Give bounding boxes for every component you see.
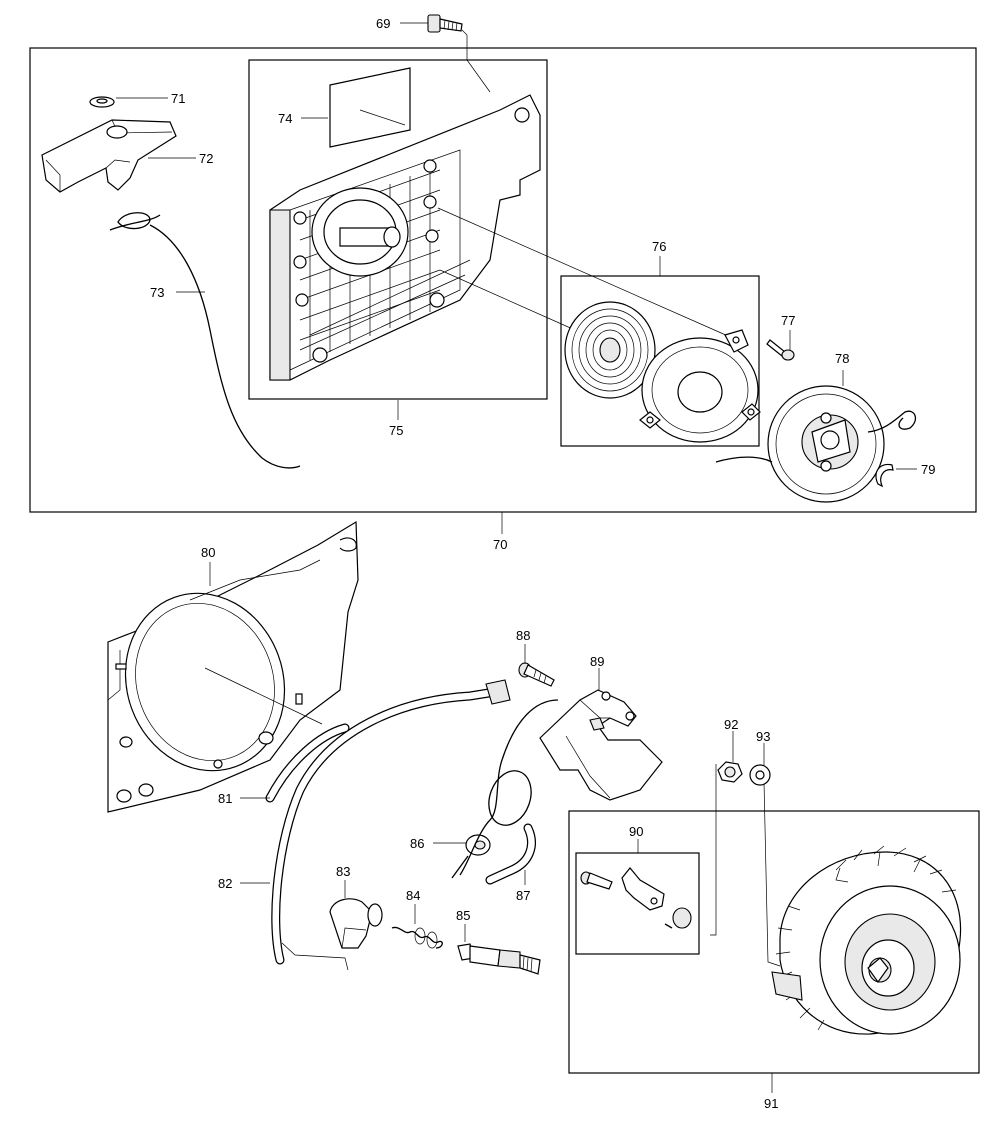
recoil-spring-76	[564, 301, 664, 399]
assembly-70-frame	[29, 47, 977, 513]
label-81: 81	[218, 791, 232, 806]
label-73: 73	[150, 285, 164, 300]
label-86: 86	[410, 836, 424, 851]
part-labels: 69 71 72 73 74 75 76 77 78 79 70 80 81 8…	[150, 16, 935, 1111]
starter-rope-73	[109, 212, 301, 469]
housing-guide-76	[439, 269, 576, 331]
fan-housing-80	[107, 520, 359, 813]
flywheel-91	[771, 845, 962, 1035]
label-88: 88	[516, 628, 530, 643]
spark-plug-cap-83	[329, 898, 383, 949]
pawl	[621, 867, 665, 911]
leader-lines	[116, 22, 917, 1093]
screw-69-guide	[461, 29, 491, 93]
assembly-75-frame	[248, 59, 548, 400]
label-76: 76	[652, 239, 666, 254]
housing-guide-77	[437, 207, 729, 337]
label-85: 85	[456, 908, 470, 923]
spark-plug-85	[457, 943, 541, 975]
label-93: 93	[756, 729, 770, 744]
circlip-79	[875, 463, 894, 488]
spring-84	[391, 926, 443, 949]
label-92: 92	[724, 717, 738, 732]
label-77: 77	[781, 313, 795, 328]
nut-92	[717, 761, 743, 783]
spring-cover-76	[639, 329, 761, 443]
label-89: 89	[590, 654, 604, 669]
grommet-86	[451, 834, 491, 879]
label-84: 84	[406, 888, 420, 903]
tube-87	[485, 823, 536, 885]
rope-pulley-78	[715, 385, 917, 503]
label-69: 69	[376, 16, 390, 31]
ignition-coil-89	[459, 689, 663, 876]
label-72: 72	[199, 151, 213, 166]
flywheel-guide-93	[763, 781, 781, 967]
label-83: 83	[336, 864, 350, 879]
starter-housing-75	[269, 94, 541, 381]
washer-93	[749, 764, 771, 786]
label-87: 87	[516, 888, 530, 903]
pawl-bolt	[580, 871, 613, 890]
flywheel-guide-90	[710, 764, 717, 936]
pawl-kit-90	[580, 867, 692, 929]
bolt-88	[518, 662, 555, 687]
label-79: 79	[921, 462, 935, 477]
label-82: 82	[218, 876, 232, 891]
pawl-spring	[664, 907, 692, 929]
label-71: 71	[171, 91, 185, 106]
label-90: 90	[629, 824, 643, 839]
label-70: 70	[493, 537, 507, 552]
label-75: 75	[389, 423, 403, 438]
label-80: 80	[201, 545, 215, 560]
fan-housing-guide	[204, 667, 323, 725]
label-78: 78	[835, 351, 849, 366]
screw-77	[766, 339, 795, 361]
cable-82	[271, 679, 511, 971]
starter-handle-72	[41, 119, 177, 193]
label-91: 91	[764, 1096, 778, 1111]
washer-71	[89, 96, 115, 108]
label-74	[329, 67, 411, 148]
assembly-90-frame	[575, 852, 700, 955]
hose-81	[265, 723, 350, 803]
assembly-91-frame	[568, 810, 980, 1074]
label-74: 74	[278, 111, 292, 126]
screw-69	[427, 14, 463, 33]
